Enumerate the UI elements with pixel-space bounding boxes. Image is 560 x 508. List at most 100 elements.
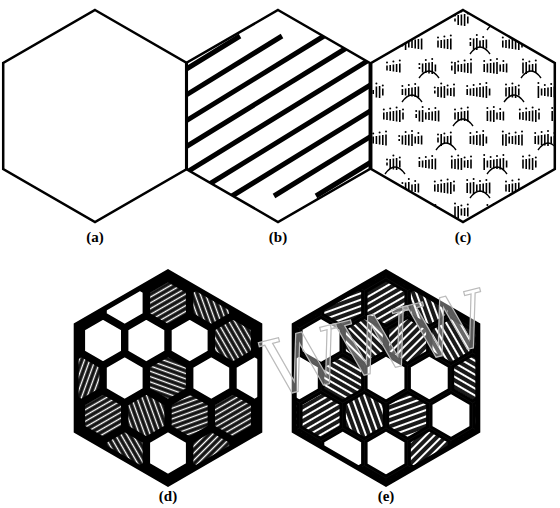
subgrain-cell bbox=[366, 205, 406, 251]
subgrain-cell bbox=[321, 505, 361, 508]
drawing-part bbox=[558, 110, 560, 122]
drawing-part bbox=[418, 87, 420, 98]
drawing-part bbox=[321, 61, 323, 63]
drawing-part bbox=[376, 39, 378, 49]
drawing-part bbox=[476, 228, 478, 230]
drawing-part bbox=[346, 231, 348, 241]
drawing-part bbox=[535, 16, 537, 24]
drawing-part bbox=[434, 91, 436, 94]
drawing-part bbox=[286, 15, 288, 17]
drawing-part bbox=[396, 17, 398, 24]
drawing-part bbox=[314, 182, 316, 194]
drawing-part bbox=[461, 209, 463, 216]
drawing-part bbox=[389, 11, 391, 13]
subgrain-cell bbox=[300, 468, 340, 508]
subgrain-cell bbox=[215, 243, 255, 289]
drawing-part bbox=[331, 160, 333, 168]
drawing-part bbox=[557, 39, 559, 50]
grain-hexagon bbox=[3, 10, 187, 222]
subgrain-cell bbox=[215, 393, 255, 439]
drawing-part bbox=[324, 205, 326, 207]
drawing-part bbox=[525, 108, 527, 110]
drawing-part bbox=[286, 161, 288, 168]
drawing-part bbox=[541, 0, 543, 1]
drawing-part bbox=[286, 207, 288, 217]
drawing-part bbox=[476, 135, 478, 145]
subgrain-cell bbox=[83, 243, 123, 289]
drawing-part bbox=[337, 42, 339, 47]
drawing-part bbox=[334, 89, 336, 96]
drawing-part bbox=[292, 11, 294, 13]
drawing-part bbox=[525, 209, 527, 216]
drawing-part bbox=[490, 160, 492, 168]
drawing-part bbox=[292, 63, 294, 74]
drawing-part bbox=[550, 83, 552, 85]
subgrain-cell bbox=[539, 280, 560, 326]
drawing-part bbox=[386, 163, 388, 166]
subgrain-cell bbox=[0, 430, 15, 476]
drawing-part bbox=[538, 113, 540, 120]
drawing-part bbox=[279, 13, 281, 15]
drawing-part bbox=[487, 111, 489, 121]
drawing-part bbox=[343, 135, 345, 146]
subgrain-cell bbox=[18, 355, 58, 401]
drawing-part bbox=[532, 204, 534, 206]
drawing-part bbox=[295, 112, 297, 121]
drawing-part bbox=[422, 64, 424, 73]
drawing-part bbox=[304, 180, 306, 182]
drawing-part bbox=[405, 135, 407, 145]
drawing-part bbox=[411, 185, 413, 192]
drawing-part bbox=[529, 14, 531, 26]
drawing-part bbox=[405, 232, 407, 240]
drawing-part bbox=[316, 36, 560, 196]
drawing-part bbox=[417, 132, 419, 134]
drawing-part bbox=[454, 159, 456, 169]
drawing-part bbox=[376, 184, 378, 193]
subgrain-cell bbox=[62, 505, 102, 508]
drawing-part bbox=[347, 67, 349, 69]
drawing-part bbox=[402, 136, 404, 145]
drawing-part bbox=[405, 131, 407, 133]
drawing-part bbox=[470, 89, 472, 96]
drawing-part bbox=[419, 111, 421, 122]
drawing-part bbox=[436, 143, 456, 150]
drawing-part bbox=[363, 159, 365, 170]
subgrain-cell bbox=[256, 243, 296, 289]
drawing-part bbox=[434, 185, 436, 192]
drawing-part bbox=[544, 88, 546, 96]
drawing-part bbox=[314, 39, 316, 50]
drawing-part bbox=[538, 207, 540, 218]
drawing-part bbox=[331, 204, 333, 206]
drawing-part bbox=[346, 40, 348, 48]
drawing-part bbox=[534, 35, 536, 37]
drawing-part bbox=[425, 16, 427, 25]
drawing-part bbox=[307, 39, 309, 41]
drawing-part bbox=[486, 204, 488, 206]
subgrain-cell bbox=[126, 243, 166, 289]
drawing-part bbox=[550, 87, 552, 97]
drawing-part bbox=[415, 208, 417, 216]
drawing-part bbox=[469, 226, 471, 228]
drawing-part bbox=[349, 82, 351, 84]
drawing-part bbox=[419, 17, 421, 24]
drawing-part bbox=[437, 232, 439, 241]
drawing-part bbox=[525, 15, 527, 26]
subgrain-cell bbox=[496, 505, 536, 508]
drawing-part bbox=[528, 155, 530, 157]
drawing-part bbox=[547, 227, 549, 229]
drawing-part bbox=[399, 64, 401, 73]
subgrain-cell bbox=[0, 318, 36, 364]
drawing-part bbox=[437, 87, 439, 97]
drawing-part bbox=[315, 66, 317, 71]
drawing-part bbox=[450, 132, 452, 134]
subgrain-cell bbox=[191, 205, 231, 251]
drawing-part bbox=[351, 67, 353, 70]
subgrain-cell bbox=[105, 205, 145, 251]
drawing-part bbox=[544, 41, 546, 48]
drawing-part bbox=[460, 108, 462, 110]
drawing-part bbox=[437, 37, 439, 39]
drawing-part bbox=[190, 36, 450, 196]
drawing-part bbox=[503, 15, 505, 26]
subgrain-cell bbox=[105, 505, 145, 508]
drawing-part bbox=[385, 167, 405, 174]
